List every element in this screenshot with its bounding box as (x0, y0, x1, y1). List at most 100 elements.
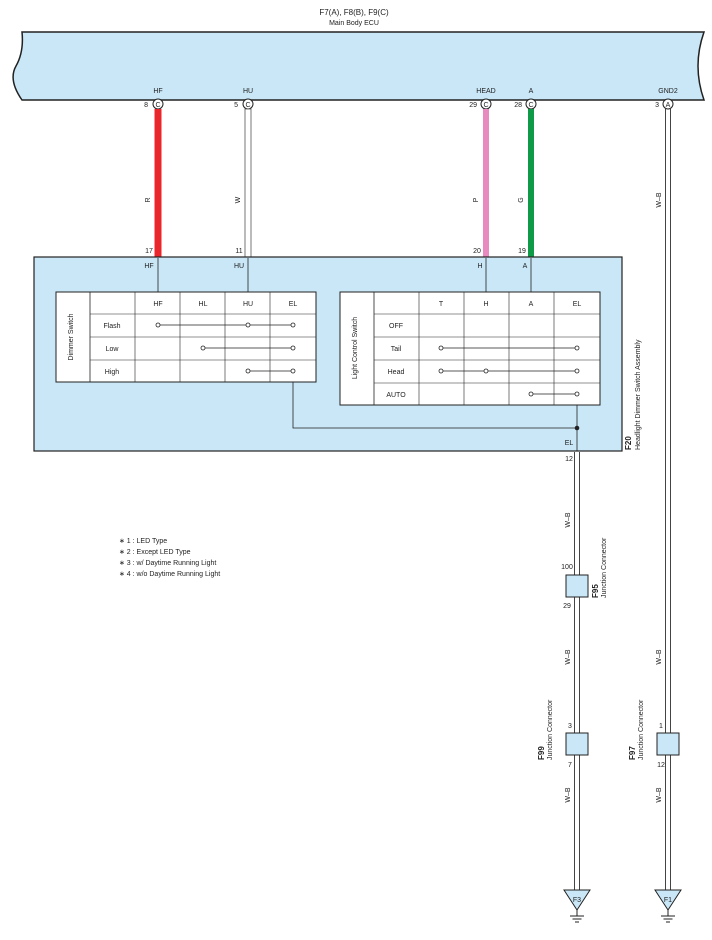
wire-g (528, 109, 534, 258)
lcs-col-h: H (483, 301, 488, 308)
ecu-name: Main Body ECU (329, 20, 379, 27)
ecu-body (12, 31, 706, 101)
wire-el-code-2: W–B (565, 649, 572, 665)
sw-pin-20: 20 (473, 248, 481, 255)
sw-pin-hf-label: HF (144, 263, 153, 270)
junction-f99-id: F99 (537, 746, 546, 760)
junction-f97: 1 12 F97 Junction Connector (628, 699, 680, 769)
ecu-pin-a-label: A (529, 88, 534, 95)
dimmer-col-el: EL (289, 301, 298, 308)
dimmer-high-connection (245, 368, 296, 374)
lcs-tail-connection (438, 345, 580, 351)
wire-el-code-3: W–B (565, 787, 572, 803)
ecu-pin-hf: HF 8 C (144, 88, 164, 110)
ecu-connectors: F7(A), F8(B), F9(C) (319, 8, 389, 17)
switch-assembly-name: Headlight Dimmer Switch Assembly (635, 339, 642, 450)
ground-f3: F3 (563, 889, 591, 923)
ecu-pin-hu-num: 5 (234, 102, 238, 109)
dimmer-flash-connection (155, 322, 296, 328)
wire-gnd2-code-3: W–B (656, 787, 663, 803)
junction-f99-pin-in: 3 (568, 723, 572, 730)
wire-el (574, 452, 580, 890)
switch-assembly-label: F20 Headlight Dimmer Switch Assembly (624, 339, 642, 450)
junction-f95: 100 29 F95 Junction Connector (561, 537, 608, 610)
junction-f99: 3 7 F99 Junction Connector (537, 699, 589, 769)
dimmer-col-hu: HU (243, 301, 253, 308)
note-3: ∗ 3 : w/ Daytime Running Light (119, 560, 216, 567)
switch-assembly-id: F20 (624, 436, 633, 450)
ecu-pin-hf-label: HF (153, 88, 162, 95)
lcs-row-auto: AUTO (386, 392, 406, 399)
wire-gnd2 (665, 109, 671, 890)
ecu-pin-hu-label: HU (243, 88, 253, 95)
ecu-pin-head-num: 29 (469, 102, 477, 109)
ecu-pin-hf-num: 8 (144, 102, 148, 109)
ecu-pin-gnd2-terminal (662, 98, 674, 110)
junction-f99-pin-out: 7 (568, 762, 572, 769)
dimmer-col-hl: HL (199, 301, 208, 308)
el-bus (292, 382, 580, 451)
junction-f97-id: F97 (628, 746, 637, 760)
sw-pin-17: 17 (145, 248, 153, 255)
sw-pin-19: 19 (518, 248, 526, 255)
wire-r-code: R (145, 197, 152, 202)
lcs-col-el: EL (573, 301, 582, 308)
wire-g-code: G (518, 197, 525, 202)
ground-f3-label: F3 (573, 897, 581, 904)
lcs-col-t: T (439, 301, 444, 308)
ecu-pin-gnd2-num: 3 (655, 102, 659, 109)
sw-pin-el-label: EL (565, 440, 574, 447)
ecu-pin-gnd2-label: GND2 (658, 88, 678, 95)
lcs-row-tail: Tail (391, 346, 402, 353)
ecu-pin-a: A 28 C (514, 88, 537, 110)
ecu-pin-a-num: 28 (514, 102, 522, 109)
ground-f1-label: F1 (664, 897, 672, 904)
junction-f97-name: Junction Connector (638, 699, 645, 760)
note-1: ∗ 1 : LED Type (119, 538, 167, 545)
junction-f95-pin-in: 100 (561, 564, 573, 571)
lcs-auto-connection (528, 391, 580, 397)
lcs-head-connection (438, 368, 580, 374)
notes: ∗ 1 : LED Type ∗ 2 : Except LED Type ∗ 3… (119, 538, 220, 578)
wire-gnd2-code: W–B (656, 192, 663, 208)
note-2: ∗ 2 : Except LED Type (119, 549, 191, 556)
dimmer-col-hf: HF (153, 301, 162, 308)
lcs-row-head: Head (388, 369, 405, 376)
ecu-pin-hu: HU 5 C (234, 88, 254, 110)
sw-pin-h-label: H (477, 263, 482, 270)
ecu-pin-hf-letter: C (155, 102, 160, 109)
wire-p-code: P (473, 197, 480, 202)
ecu-pin-head-label: HEAD (476, 88, 495, 95)
wire-p (483, 109, 489, 258)
ground-f1: F1 (654, 889, 682, 923)
junction-f95-name: Junction Connector (601, 537, 608, 598)
dimmer-row-low: Low (106, 346, 120, 353)
ecu-pin-a-letter: C (528, 102, 533, 109)
dimmer-switch-title: Dimmer Switch (68, 313, 75, 360)
lcs-row-off: OFF (389, 323, 403, 330)
junction-f95-pin-out: 29 (563, 603, 571, 610)
note-4: ∗ 4 : w/o Daytime Running Light (119, 571, 220, 578)
wire-el-code-1: W–B (565, 512, 572, 528)
dimmer-low-connection (200, 345, 296, 351)
sw-pin-12: 12 (565, 456, 573, 463)
sw-pin-hu-label: HU (234, 263, 244, 270)
dimmer-row-flash: Flash (103, 323, 120, 330)
wire-w (244, 108, 252, 259)
wire-r (154, 109, 162, 258)
dimmer-switch-table: Dimmer Switch HF HL HU EL Flash Low High (55, 291, 317, 383)
sw-pin-a-label: A (523, 263, 528, 270)
wire-w-code: W (235, 196, 242, 203)
junction-f97-pin-in: 1 (659, 723, 663, 730)
junction-f99-name: Junction Connector (547, 699, 554, 760)
junction-f97-pin-out: 12 (657, 762, 665, 769)
light-control-switch-title: Light Control Switch (352, 317, 359, 379)
junction-f95-id: F95 (591, 584, 600, 598)
light-control-switch-table: Light Control Switch T H A EL OFF Tail H… (339, 291, 601, 406)
lcs-col-a: A (529, 301, 534, 308)
ecu-pin-head: HEAD 29 C (469, 88, 496, 110)
ecu-pin-head-letter: C (483, 102, 488, 109)
ecu-pin-hu-letter: C (245, 102, 250, 109)
ecu-pin-gnd2-letter: A (666, 102, 671, 109)
